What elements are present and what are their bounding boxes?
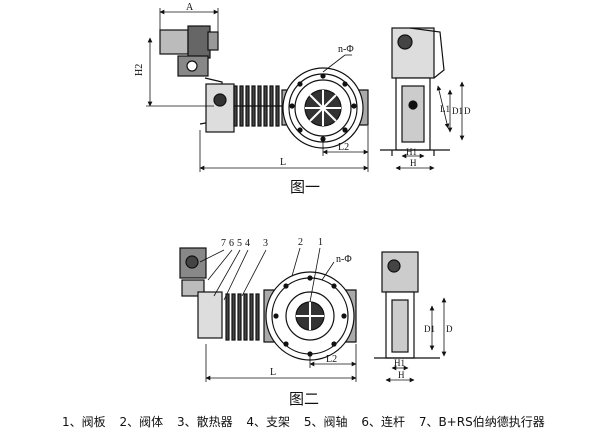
callout-7: 7 bbox=[221, 238, 226, 249]
dim-L-1: L bbox=[280, 157, 286, 168]
valve-body-2 bbox=[263, 271, 357, 361]
dim-nphi-1: n-Φ bbox=[338, 44, 354, 55]
bolt-holes bbox=[289, 73, 357, 142]
legend-item-7: 7、B+RS伯纳德执行器 bbox=[418, 415, 545, 429]
figure2-caption: 图二 bbox=[289, 390, 320, 408]
dim-D1-2: D1 bbox=[424, 324, 435, 334]
dim-L1: L1 bbox=[440, 104, 450, 114]
dim-L2-2: L2 bbox=[326, 354, 337, 365]
figure1-caption: 图一 bbox=[290, 178, 321, 196]
dim-D-1: D bbox=[464, 106, 471, 116]
callout-2: 2 bbox=[298, 237, 303, 248]
dim-H-2: H bbox=[398, 370, 405, 380]
mount-block-2 bbox=[197, 291, 223, 339]
dim-H-1: H bbox=[410, 158, 417, 168]
dim-D1-1: D1 bbox=[452, 106, 463, 116]
valve-body bbox=[281, 67, 369, 149]
dim-H2: H2 bbox=[134, 64, 145, 76]
dim-nphi-2: n-Φ bbox=[336, 254, 352, 265]
legend-item-4: 4、支架 bbox=[246, 415, 291, 429]
bolt-holes-2 bbox=[273, 275, 347, 357]
dim-L-2: L bbox=[270, 367, 276, 378]
dim-H1-1: H1 bbox=[406, 147, 417, 157]
actuator-motor-2 bbox=[179, 247, 207, 297]
callout-1: 1 bbox=[318, 237, 323, 248]
callout-3: 3 bbox=[263, 238, 268, 249]
callout-5: 5 bbox=[237, 238, 242, 249]
legend-item-5: 5、阀轴 bbox=[303, 415, 348, 429]
dim-L2-1: L2 bbox=[338, 142, 349, 153]
radiator-fins-2 bbox=[225, 293, 260, 341]
dim-A: A bbox=[186, 2, 194, 13]
figure2-front-view bbox=[179, 247, 357, 382]
dim-H1-2: H1 bbox=[394, 358, 405, 368]
figure2-side-view bbox=[374, 251, 447, 383]
dim-D-2: D bbox=[446, 324, 453, 334]
legend-item-3: 3、散热器 bbox=[176, 415, 233, 429]
figure1-side-view bbox=[380, 27, 465, 171]
callout-6: 6 bbox=[229, 238, 234, 249]
callout-4: 4 bbox=[245, 238, 250, 249]
legend-item-6: 6、连杆 bbox=[361, 415, 405, 429]
mount-block bbox=[205, 83, 235, 133]
parts-legend: 1、阀板 2、阀体 3、散热器 4、支架 5、阀轴 6、连杆 7、B+RS伯纳德… bbox=[62, 413, 555, 430]
actuator-motor bbox=[159, 25, 219, 77]
figure1-front-view bbox=[146, 8, 369, 172]
legend-item-2: 2、阀体 bbox=[119, 415, 164, 429]
legend-item-1: 1、阀板 bbox=[62, 415, 106, 429]
